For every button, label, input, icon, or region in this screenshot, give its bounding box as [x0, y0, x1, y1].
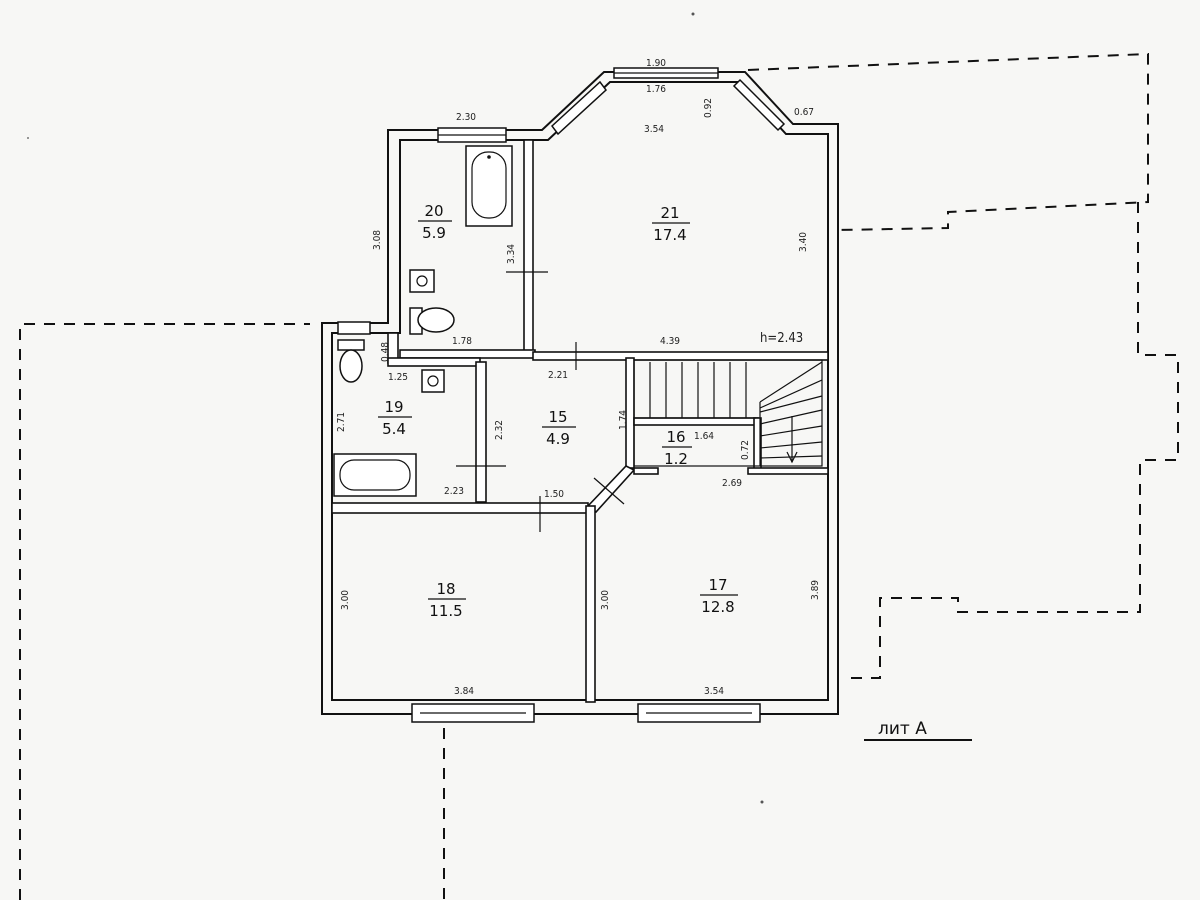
room-area: 17.4 [653, 226, 686, 244]
room-label-21: 21 17.4 [652, 204, 690, 244]
litera-text: лит А [878, 719, 927, 739]
dim-r21-bottom: 4.39 [660, 336, 680, 347]
toilet-icon [409, 307, 455, 335]
room-label-19: 19 5.4 [378, 398, 412, 438]
room-label-16: 16 1.2 [662, 428, 692, 468]
dim-r19-left: 2.71 [336, 412, 347, 432]
dim-r18-left: 3.00 [340, 590, 351, 610]
dim-bay-top: 1.90 [646, 58, 666, 69]
site-boundary [19, 52, 1179, 900]
dim-r20-top: 2.30 [456, 112, 476, 123]
staircase [633, 359, 823, 467]
dim-r20-left: 3.08 [372, 230, 383, 250]
toilet-icon [337, 339, 365, 383]
dim-r17-right: 3.89 [810, 580, 821, 600]
bathtub-icon [333, 453, 417, 497]
dim-r19-bottom: 2.23 [444, 486, 464, 497]
dim-r15-top: 2.21 [548, 370, 568, 381]
dim-r21-top: 3.54 [644, 124, 664, 135]
dim-r20-right: 3.34 [506, 244, 517, 264]
room-number: 17 [708, 576, 727, 594]
room-area: 4.9 [546, 430, 570, 448]
dim-r15-right: 1.74 [618, 410, 629, 430]
room-number: 16 [666, 428, 685, 446]
room-number: 15 [548, 408, 567, 426]
sink-icon [421, 369, 445, 393]
dim-r16-top: 1.64 [694, 431, 714, 442]
room-label-18: 18 11.5 [428, 580, 466, 620]
room-label-20: 20 5.9 [418, 202, 452, 242]
dim-r18-bottom: 3.84 [454, 686, 474, 697]
dim-r17-bottom: 3.54 [704, 686, 724, 697]
room-number: 20 [424, 202, 443, 220]
dim-bay-inner: 1.76 [646, 84, 666, 95]
room-area: 11.5 [429, 602, 462, 620]
room-number: 19 [384, 398, 403, 416]
scan-specks [27, 12, 764, 804]
dim-r17-left: 3.00 [600, 590, 611, 610]
dim-r16-right: 0.72 [740, 440, 751, 460]
exterior-walls [321, 71, 839, 715]
bathtub-icon [465, 145, 513, 227]
room-number: 21 [660, 204, 679, 222]
litera-label: лит А [864, 719, 972, 741]
room-area: 12.8 [701, 598, 734, 616]
room-area: 5.4 [382, 420, 406, 438]
dimension-labels: 1.90 1.76 0.92 0.67 3.54 3.40 4.39 h=2.4… [336, 58, 821, 697]
room-number: 18 [436, 580, 455, 598]
dim-bay-side: 0.67 [794, 107, 814, 118]
dim-r20-bottom: 1.78 [452, 336, 472, 347]
room-label-15: 15 4.9 [542, 408, 576, 448]
windows [337, 67, 786, 723]
dim-r19-small: 0.48 [380, 342, 391, 362]
dim-r15-left: 2.32 [494, 420, 505, 440]
dim-bay-depth: 0.92 [703, 98, 714, 118]
room-area: 5.9 [422, 224, 446, 242]
dim-r15-bottom: 1.50 [544, 489, 564, 500]
interior-walls [331, 139, 829, 703]
sink-icon [409, 269, 435, 293]
dim-r21-height: 3.40 [798, 232, 809, 252]
room-label-17: 17 12.8 [700, 576, 738, 616]
door-marks [456, 271, 625, 532]
dim-r16-bottom: 2.69 [722, 478, 742, 489]
height-note: h=2.43 [760, 331, 803, 346]
dim-r19-top: 1.25 [388, 372, 408, 383]
room-area: 1.2 [664, 450, 688, 468]
